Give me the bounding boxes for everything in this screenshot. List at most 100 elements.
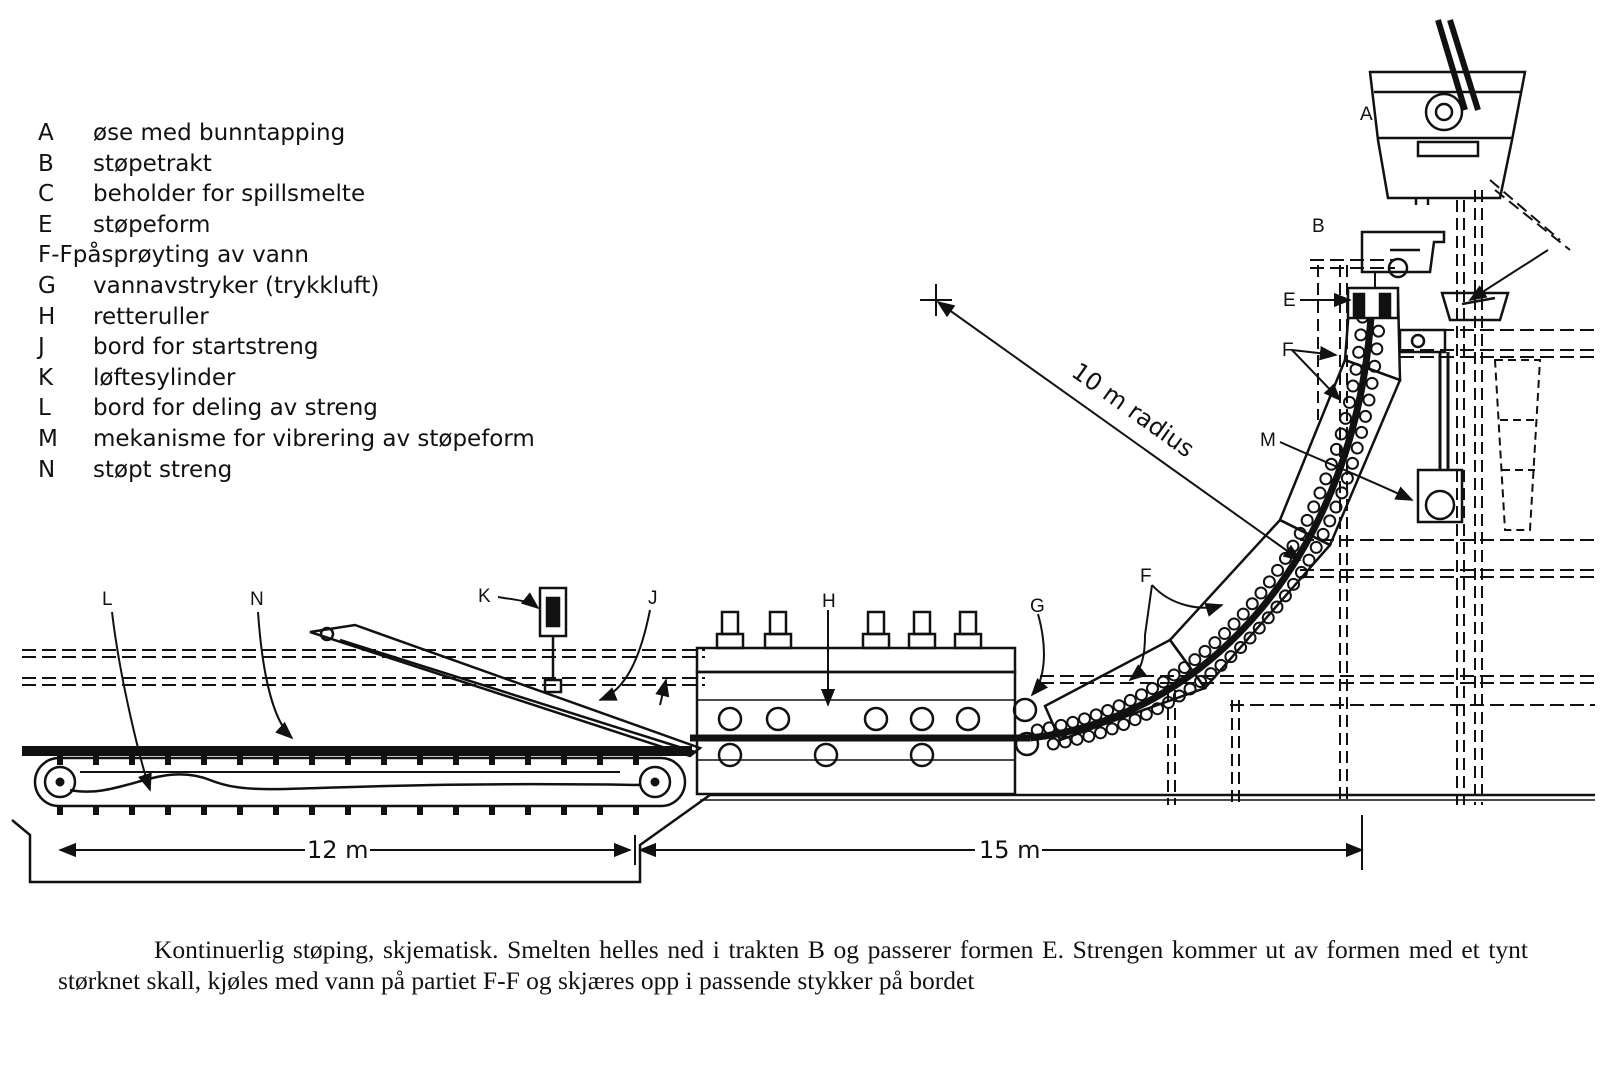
conveyor-tooth [633,756,639,765]
segment-roll [1349,362,1363,376]
segment-roll [1346,379,1360,393]
straightening-roll [955,706,981,732]
segment-roll [1365,376,1379,390]
oscillation-mechanism [1398,328,1464,524]
ladle [1368,19,1527,205]
segment-roll [1372,324,1386,338]
conveyor-tooth [345,806,351,815]
segment-roll [1350,441,1364,455]
roll-post [768,610,788,636]
roll-post [720,610,740,636]
straightening-roll [717,742,743,768]
segment-roll [1089,708,1103,722]
segment-roll [1261,611,1275,625]
segment-roll [1294,565,1308,579]
radius-label: 10 m radius [1067,357,1200,463]
conveyor-tooth [597,806,603,815]
segment-roll [1194,675,1208,689]
segment-roll [1094,726,1108,740]
segment-roll [1204,667,1218,681]
segment-roll [1167,668,1181,682]
label-f-top: F [1282,340,1294,361]
segment-roll [1354,328,1368,342]
conveyor-tooth [57,756,63,765]
segment-roll [1218,627,1232,641]
segment-roll [1183,682,1197,696]
label-b: B [1312,216,1325,237]
conveyor-tooth [525,806,531,815]
conveyor-tooth [93,756,99,765]
segment-roll [1355,425,1369,439]
label-k: K [478,586,491,607]
segment-roll [1078,712,1092,726]
segment-roll [1313,486,1327,500]
figure-caption: Kontinuerlig støping, skjematisk. Smelte… [58,935,1528,995]
conveyor-tooth [57,806,63,815]
label-m: M [1260,430,1276,451]
tundish [1360,230,1446,288]
segment-roll [1302,553,1316,567]
casting-schematic: 10 m radius A B E F M F G H J K [11,19,1595,884]
label-h: H [822,591,836,612]
conveyor-tooth [93,806,99,815]
segment-roll [1278,589,1292,603]
conveyor-tooth [381,806,387,815]
dimension-lines [58,815,1364,870]
segment-roll [1139,707,1153,721]
segment-roll [1278,551,1292,565]
straightening-roll [909,706,935,732]
straightening-roll [765,706,791,732]
conveyor-tooth [597,756,603,765]
segment-roll [1271,563,1285,577]
segment-roll [1150,702,1164,716]
conveyor-tooth [309,806,315,815]
dashed-floor-lines [22,259,1595,706]
conveyor-tooth [489,756,495,765]
segment-roll [1342,395,1356,409]
segment-roll [1161,696,1175,710]
conveyor-tooth [273,756,279,765]
conveyor-tooth [453,806,459,815]
segment-roll [1286,539,1300,553]
segment-roll [1339,411,1353,425]
segment-roll [1058,735,1072,749]
segment-roll [1324,457,1338,471]
conveyor-tooth [201,806,207,815]
segment-roll [1134,688,1148,702]
segment-roll [1030,723,1044,737]
segment-roll [1252,621,1266,635]
dimension-12m: 12 m [307,836,369,864]
segment-roll [1070,732,1084,746]
segment-roll [1123,693,1137,707]
segment-roll [1082,729,1096,743]
dimension-15m: 15 m [979,836,1041,864]
conveyor-tooth [273,806,279,815]
segment-roll [1128,713,1142,727]
cast-strand [690,299,1376,742]
straightening-roll [717,706,743,732]
roll-post-base [715,632,745,650]
roll-post [958,610,978,636]
label-l: L [102,589,113,610]
cutting-table [22,746,692,808]
straightening-roll [909,742,935,768]
segment-roll [1198,644,1212,658]
conveyor-tooth [345,756,351,765]
roll-post [866,610,886,636]
floor [11,793,1595,884]
label-n: N [250,589,264,610]
segment-roll [1334,427,1348,441]
roll-post-base [861,632,891,650]
